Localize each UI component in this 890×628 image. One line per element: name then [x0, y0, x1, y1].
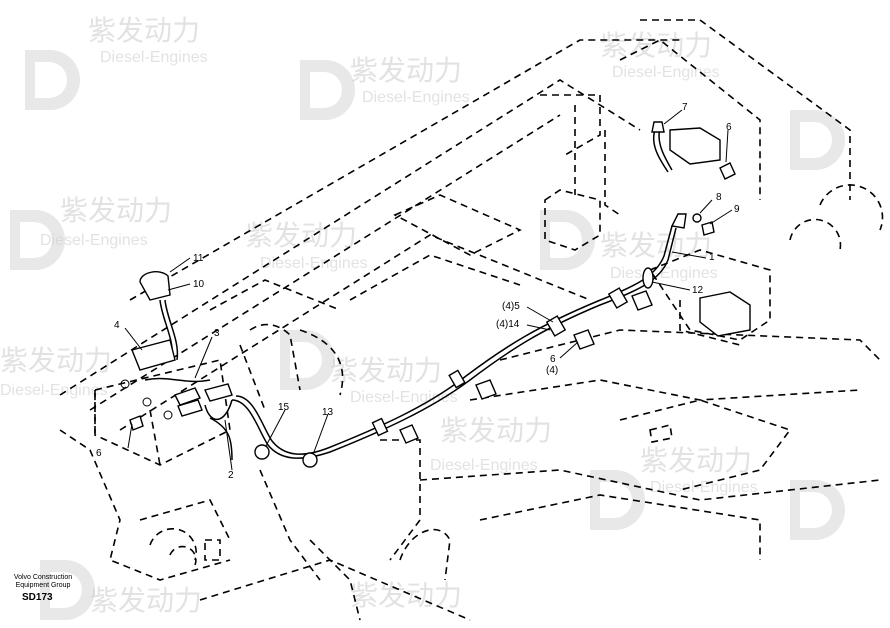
connector — [174, 387, 201, 406]
callout-5: (4)5 — [502, 301, 520, 312]
bolt — [631, 290, 653, 311]
callout-11: 11 — [193, 253, 204, 264]
watermark-logo — [10, 50, 845, 620]
manufacturer-caption: Volvo Construction Equipment Group — [8, 574, 78, 590]
watermark-cn: 紫发动力 — [60, 195, 172, 226]
watermark-cn: 紫发动力 — [88, 15, 200, 46]
watermark-en: Diesel-Engines — [0, 382, 108, 399]
watermark-cn: 紫发动力 — [245, 220, 357, 251]
manufacturer-line-2: Equipment Group — [15, 582, 71, 589]
callout-6-mid: 6 — [550, 354, 556, 365]
watermark-en: Diesel-Engines — [40, 232, 148, 249]
watermark-cn: 紫发动力 — [640, 445, 752, 476]
watermark-en: Diesel-Engines — [100, 49, 208, 66]
watermark-en: Diesel-Engines — [362, 89, 470, 106]
grommet-13 — [302, 452, 318, 468]
fastener — [163, 410, 173, 420]
watermark-cn: 紫发动力 — [90, 585, 202, 616]
clamp — [371, 417, 389, 437]
callout-3: 3 — [214, 328, 220, 339]
fastener — [120, 379, 130, 389]
callout-6-left: 6 — [96, 448, 102, 459]
nut-9 — [701, 221, 715, 236]
callout-15: 15 — [278, 402, 290, 413]
clamp — [448, 369, 466, 389]
callout-10: 10 — [193, 279, 205, 290]
grommet-12 — [642, 267, 654, 289]
watermark-en: Diesel-Engines — [650, 479, 758, 496]
callout-7: 7 — [682, 102, 688, 113]
watermark-en: Diesel-Engines — [260, 255, 368, 272]
clamp-5 — [545, 315, 567, 337]
cap-11 — [139, 271, 171, 301]
watermark-cn: 紫发动力 — [350, 55, 462, 86]
watermark-en: Diesel-Engines — [430, 457, 538, 474]
callout-4: 4 — [114, 320, 120, 331]
bracket — [669, 127, 721, 165]
battery-mount — [699, 291, 751, 337]
connector — [204, 383, 233, 402]
machine-frame-outline — [59, 19, 884, 621]
ground-cable-assembly — [651, 121, 751, 337]
cable-harness — [231, 213, 687, 468]
watermark-en: Diesel-Engines — [610, 265, 718, 282]
watermark-cn: 紫发动力 — [330, 355, 442, 386]
bracket-4 — [131, 339, 176, 371]
callout-13: 13 — [322, 407, 334, 418]
watermark-cn: 紫发动力 — [600, 30, 712, 61]
grommet-15 — [254, 444, 270, 460]
fastener — [142, 397, 152, 407]
ring-terminal — [670, 213, 687, 229]
callout-8: 8 — [716, 192, 722, 203]
watermark-cn: 紫发动力 — [0, 345, 112, 376]
clamp — [607, 287, 629, 309]
callout-2: 2 — [228, 470, 234, 481]
callout-12: 12 — [692, 285, 704, 296]
watermark-layer: 紫发动力 Diesel-Engines 紫发动力 Diesel-Engines … — [0, 15, 845, 620]
bolt-6 — [129, 415, 144, 431]
connector — [177, 399, 203, 417]
relay-assembly — [120, 271, 233, 461]
callout-9: 9 — [734, 204, 740, 215]
manufacturer-line-1: Volvo Construction — [13, 574, 73, 581]
washer-8 — [692, 213, 702, 223]
callout-1: 1 — [709, 252, 715, 263]
callout-6-qty: (4) — [546, 365, 558, 376]
bolt — [475, 379, 497, 400]
watermark-cn: 紫发动力 — [440, 415, 552, 446]
callout-14: (4)14 — [496, 319, 520, 330]
watermark-en: Diesel-Engines — [350, 389, 458, 406]
watermark-cn: 紫发动力 — [350, 580, 462, 611]
callout-6-right: 6 — [726, 122, 732, 133]
drawing-code: SD173 — [22, 592, 53, 603]
leader-lines — [124, 109, 733, 471]
bolt — [399, 424, 419, 444]
callouts: 11 10 4 3 2 6 15 13 (4)5 (4)14 6 (4) 1 1… — [96, 102, 740, 481]
bolt — [573, 329, 595, 350]
bolt-6 — [719, 162, 736, 180]
watermark-en: Diesel-Engines — [612, 64, 720, 81]
terminal-7 — [651, 121, 665, 133]
